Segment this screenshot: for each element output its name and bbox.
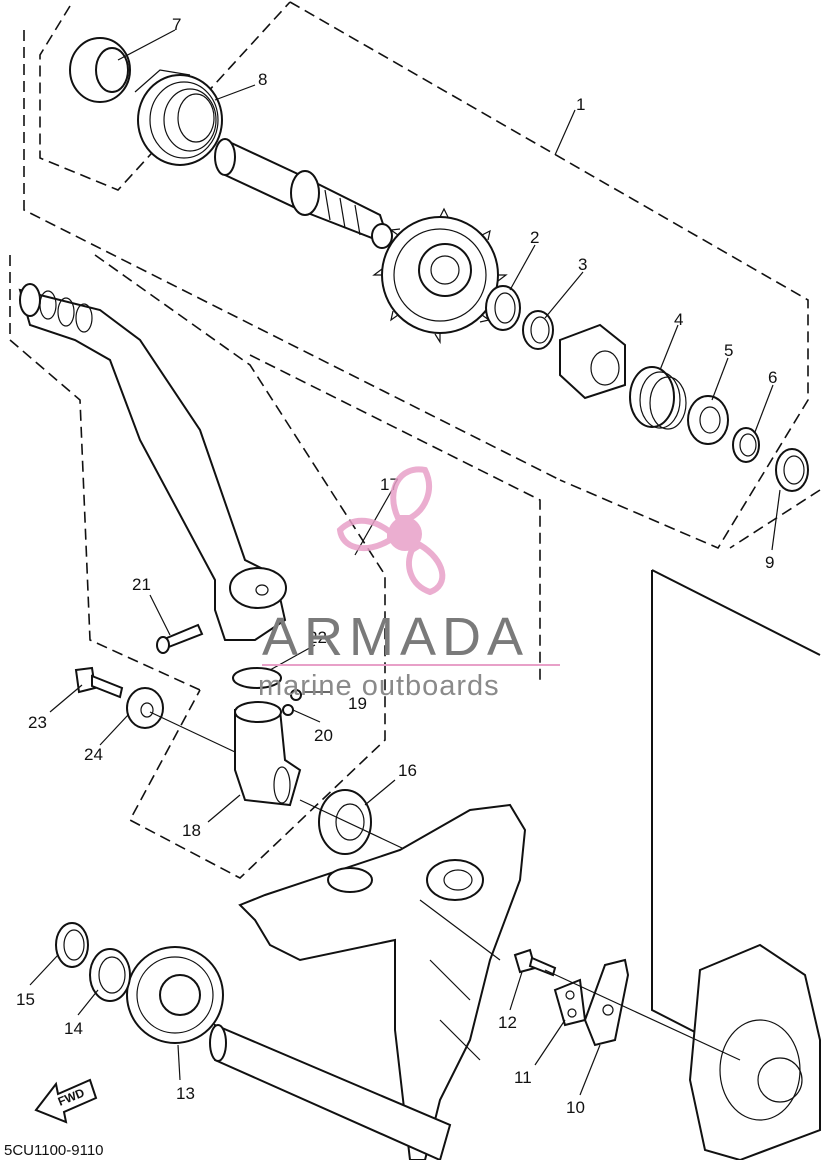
callout-11: 11: [514, 1068, 532, 1087]
callout-22: 22: [308, 628, 327, 647]
torsion-spring-8: [134, 69, 223, 166]
armada-logo-icon: [336, 466, 446, 596]
callout-24: 24: [84, 745, 103, 764]
callout-14: 14: [64, 1019, 83, 1038]
assembly-box-dashed: [9, 255, 201, 691]
circlip-6: [732, 427, 760, 463]
shaft-centerline-18: [149, 711, 236, 753]
callout-9: 9: [765, 553, 774, 572]
callout-21: 21: [132, 575, 151, 594]
frame-line-top: [651, 569, 821, 656]
o-ring-22: [232, 667, 282, 689]
collar-7: [69, 37, 131, 103]
circlip-15: [55, 922, 89, 968]
callout-1: 1: [576, 95, 585, 114]
watermark-tagline: marine outboards: [258, 670, 500, 702]
kick-boss-18: [234, 701, 302, 807]
callout-3: 3: [578, 255, 587, 274]
callout-20: 20: [314, 726, 333, 745]
fwd-arrow-icon: FWD: [34, 1078, 98, 1124]
kick-lever-outline: [94, 254, 386, 879]
washer-14: [89, 948, 131, 1002]
bolt-23: [74, 666, 124, 699]
case-outline: [249, 354, 541, 680]
callout-4: 4: [674, 310, 683, 329]
watermark-brand: ARMADA: [262, 607, 529, 667]
kick-shaft: [214, 138, 393, 249]
kick-crank-17: [18, 283, 287, 641]
assembly-1-outline-left: [23, 30, 561, 481]
callout-8: 8: [258, 70, 267, 89]
callout-19: 19: [348, 694, 367, 713]
oil-seal-16: [318, 789, 372, 855]
stopper-guide-10: [583, 958, 630, 1047]
callout-5: 5: [724, 341, 733, 360]
screw-21: [156, 623, 204, 654]
callout-16: 16: [398, 761, 417, 780]
right-outline: [729, 489, 821, 549]
callout-15: 15: [16, 990, 35, 1009]
ratchet-wheel-4: [559, 323, 626, 400]
callout-6: 6: [768, 368, 777, 387]
callout-23: 23: [28, 713, 47, 732]
bolt-12: [513, 948, 557, 977]
ball-19-spring-20: [282, 689, 302, 716]
washer-9: [775, 448, 809, 492]
guide-centerline: [544, 969, 741, 1061]
circlip-3: [522, 310, 554, 350]
washer-5: [687, 395, 729, 445]
spring-4: [629, 366, 687, 430]
washer-2: [485, 285, 521, 331]
callout-13: 13: [176, 1084, 195, 1103]
callout-12: 12: [498, 1013, 517, 1032]
kick-gear-1: [372, 207, 508, 345]
assembly-1-outline-right: [289, 1, 809, 550]
crankcase: [238, 803, 527, 1160]
callout-18: 18: [182, 821, 201, 840]
kick-idle-gear-13: [126, 946, 224, 1044]
washer-24: [126, 687, 164, 729]
idle-shaft: [209, 1023, 452, 1160]
callout-7: 7: [172, 15, 181, 34]
diagram-code: 5CU1100-9110: [4, 1142, 104, 1159]
crankcase-cover: [688, 943, 821, 1160]
callout-2: 2: [530, 228, 539, 247]
callout-10: 10: [566, 1098, 585, 1117]
